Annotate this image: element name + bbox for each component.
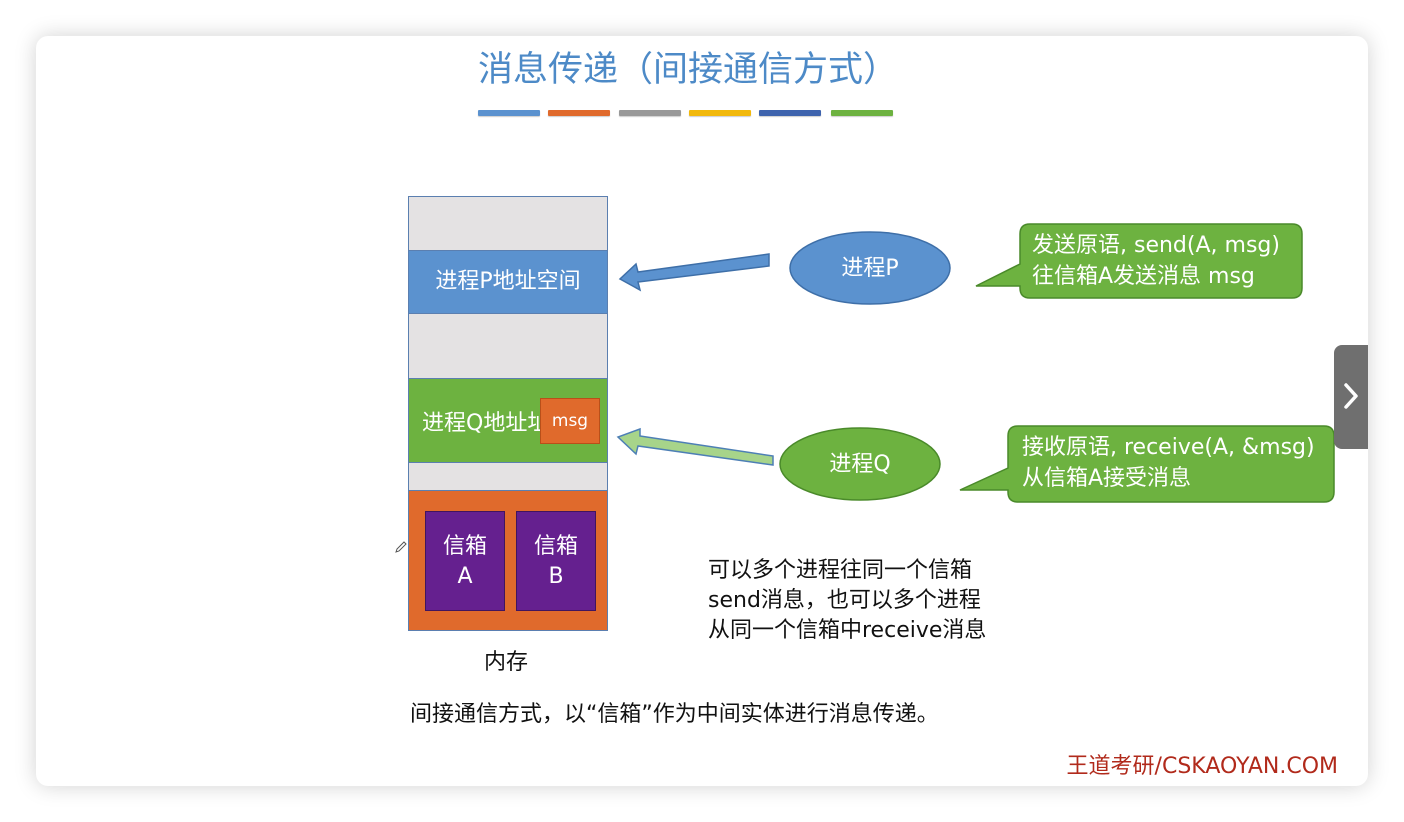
note-text: 可以多个进程往同一个信箱 send消息，也可以多个进程 从同一个信箱中recei…	[708, 556, 1038, 646]
chevron-right-icon	[1344, 383, 1358, 409]
accent-bar-3	[619, 110, 681, 116]
mailbox-b-label: 信箱	[533, 534, 578, 559]
arrow-q-to-memory	[616, 427, 774, 466]
mailbox-a: 信箱 A	[425, 511, 505, 611]
process-p-address-space: 进程P地址空间	[408, 250, 608, 314]
receive-callout-shape	[959, 425, 1335, 503]
slide: 消息传递（间接通信方式） 进程P地址空间 进程Q地址址 msg 信箱 A 信箱 …	[36, 36, 1368, 786]
process-p-ellipse	[789, 231, 951, 305]
send-description: 往信箱A发送消息 msg	[1032, 264, 1255, 289]
memory-free-lower	[408, 462, 608, 491]
mailbox-a-label: 信箱	[442, 534, 487, 559]
receive-description: 从信箱A接受消息	[1022, 466, 1192, 491]
accent-bar-6	[831, 110, 893, 116]
receive-callout-text: 接收原语, receive(A, &msg) 从信箱A接受消息	[1022, 432, 1315, 494]
diagram-graphics	[616, 223, 1335, 503]
accent-bar-4	[689, 110, 751, 116]
summary-text: 间接通信方式，以“信箱”作为中间实体进行消息传递。	[410, 702, 939, 727]
pencil-icon	[395, 541, 407, 553]
note-line-1: 可以多个进程往同一个信箱	[708, 558, 973, 583]
mailbox-b-id: B	[548, 564, 564, 589]
process-q-space-label: 进程Q地址址	[422, 411, 540, 436]
send-callout-text: 发送原语, send(A, msg) 往信箱A发送消息 msg	[1032, 230, 1280, 292]
process-q-ellipse	[779, 427, 941, 501]
receive-primitive: 接收原语, receive(A, &msg)	[1022, 435, 1315, 460]
accent-bar-2	[548, 110, 610, 116]
process-p-label: 进程P	[841, 256, 899, 281]
arrow-p-to-memory	[618, 253, 770, 292]
slide-title: 消息传递（间接通信方式）	[477, 50, 898, 90]
note-line-3: 从同一个信箱中receive消息	[708, 618, 987, 643]
send-primitive: 发送原语, send(A, msg)	[1032, 233, 1280, 258]
memory-free-top	[408, 196, 608, 251]
memory-label: 内存	[484, 650, 529, 675]
next-slide-button[interactable]	[1334, 345, 1368, 449]
msg-block: msg	[540, 398, 600, 444]
accent-bar-5	[759, 110, 821, 116]
note-line-2: send消息，也可以多个进程	[708, 588, 981, 613]
send-callout-shape	[975, 223, 1303, 299]
process-q-label: 进程Q	[829, 452, 891, 477]
mailbox-a-id: A	[457, 564, 473, 589]
memory-free-middle	[408, 313, 608, 379]
brand-footer: 王道考研/CSKAOYAN.COM	[1066, 754, 1338, 779]
mailbox-b: 信箱 B	[516, 511, 596, 611]
accent-bar-1	[478, 110, 540, 116]
